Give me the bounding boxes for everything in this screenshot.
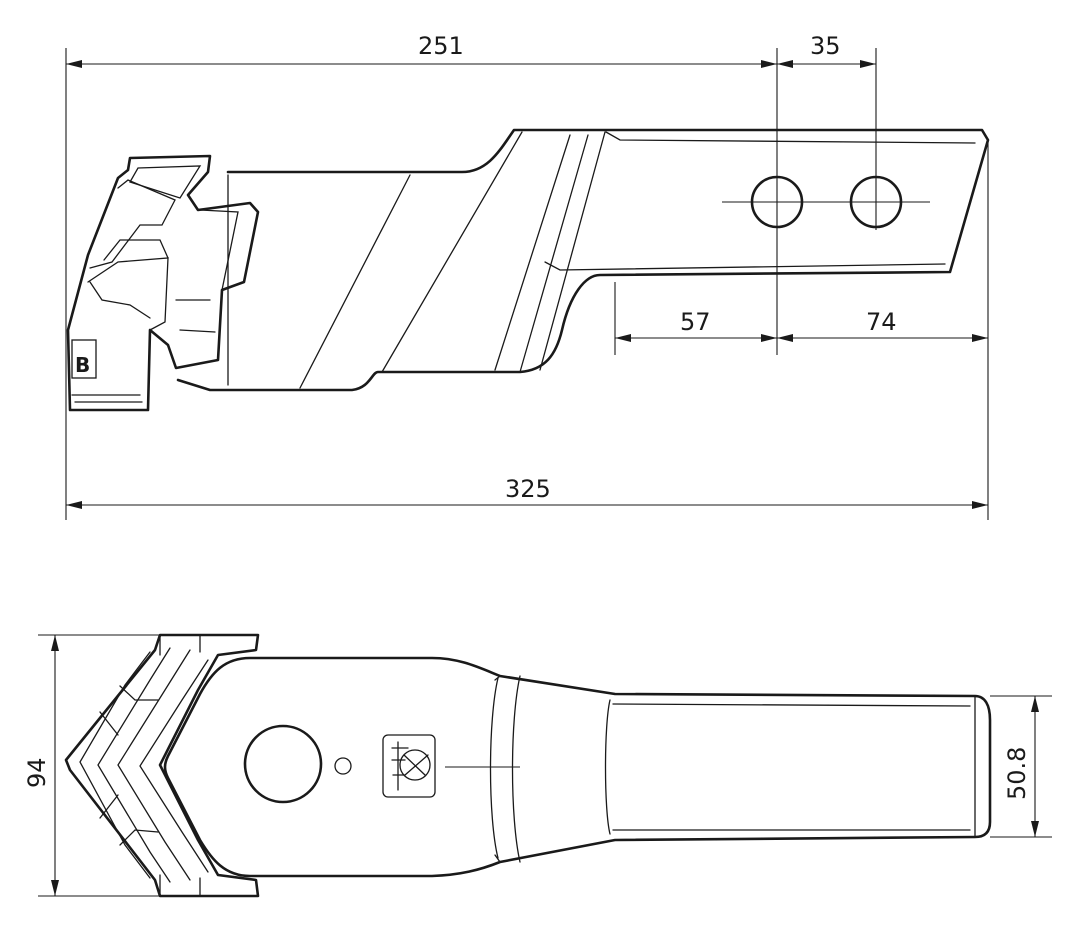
dim-94: 94 — [23, 634, 160, 897]
dim-74: 74 — [777, 308, 988, 342]
svg-text:35: 35 — [810, 32, 841, 60]
dim-35: 35 — [777, 32, 876, 68]
svg-text:74: 74 — [866, 308, 897, 336]
top-cutter-head — [64, 633, 260, 898]
top-body-outline — [163, 656, 992, 878]
top-view: 94 50.8 — [23, 633, 1052, 898]
svg-text:57: 57 — [680, 308, 711, 336]
dim-57: 57 — [615, 308, 777, 342]
side-facet-lines — [299, 131, 606, 389]
side-shank-inner-bottom — [544, 261, 946, 271]
side-body-outline — [176, 128, 990, 392]
dim-325: 325 — [66, 475, 988, 509]
brand-logo-icon: B — [71, 339, 97, 379]
svg-text:94: 94 — [23, 757, 51, 788]
dim-50-8: 50.8 — [990, 695, 1052, 838]
svg-text:325: 325 — [505, 475, 551, 503]
svg-text:50.8: 50.8 — [1003, 747, 1031, 800]
svg-text:251: 251 — [418, 32, 464, 60]
top-large-hole — [243, 724, 323, 804]
dim-251: 251 — [65, 32, 989, 520]
top-transition-lines — [489, 675, 611, 863]
top-small-hole — [334, 757, 352, 775]
side-holes — [722, 170, 930, 230]
side-cutter-head: B — [66, 154, 260, 412]
brand-logo-icon — [382, 734, 436, 798]
top-shank-lines — [494, 675, 976, 863]
side-shank-inner-top — [605, 131, 976, 144]
svg-text:B: B — [75, 353, 90, 377]
side-view: B 251 35 57 74 — [65, 32, 990, 520]
